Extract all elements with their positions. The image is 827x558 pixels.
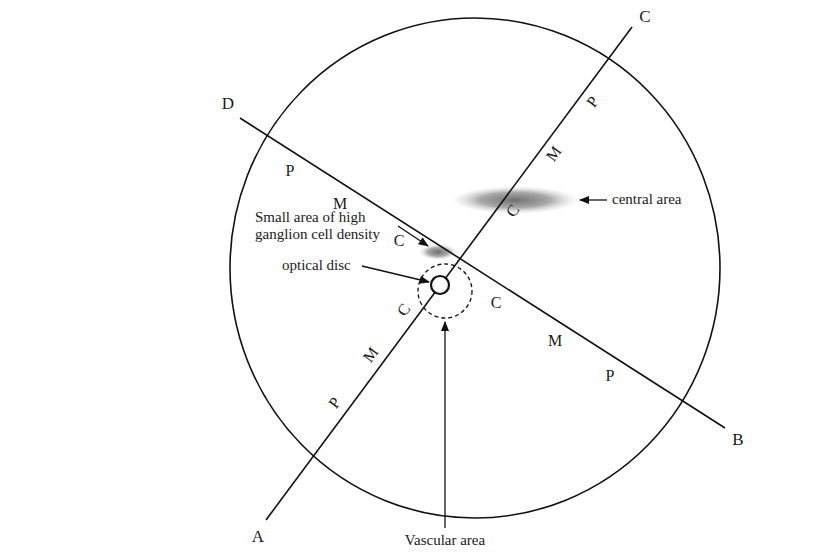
callout-label: Vascular area [405,532,485,549]
axis-end-letter: B [732,430,743,450]
zone-letter: M [548,332,562,350]
axis-end-letter: A [252,527,264,547]
callout-label: optical disc [282,257,351,274]
zone-letter: C [393,300,414,320]
callout-label: Small area of high ganglion cell density [255,209,405,244]
zone-letter: P [325,394,345,412]
axis-end-letter: D [222,94,234,114]
ganglion-blob [419,244,457,260]
axis-line-ac [266,27,632,520]
zone-letter: C [491,294,502,312]
zone-letter: P [286,162,295,180]
leader-arrow [362,266,429,282]
optic-disc [431,276,449,294]
callout-label: central area [612,191,682,208]
axis-end-letter: C [639,7,650,27]
zone-letter: M [359,344,382,366]
leader-arrow [444,322,445,528]
zone-letter: C [394,232,405,250]
zone-letter: P [583,93,603,111]
vascular-circle [418,264,472,318]
zone-letter: P [606,367,615,385]
zone-letter: M [542,143,565,165]
axis-line-db [240,118,725,428]
leader-arrow [580,199,607,200]
